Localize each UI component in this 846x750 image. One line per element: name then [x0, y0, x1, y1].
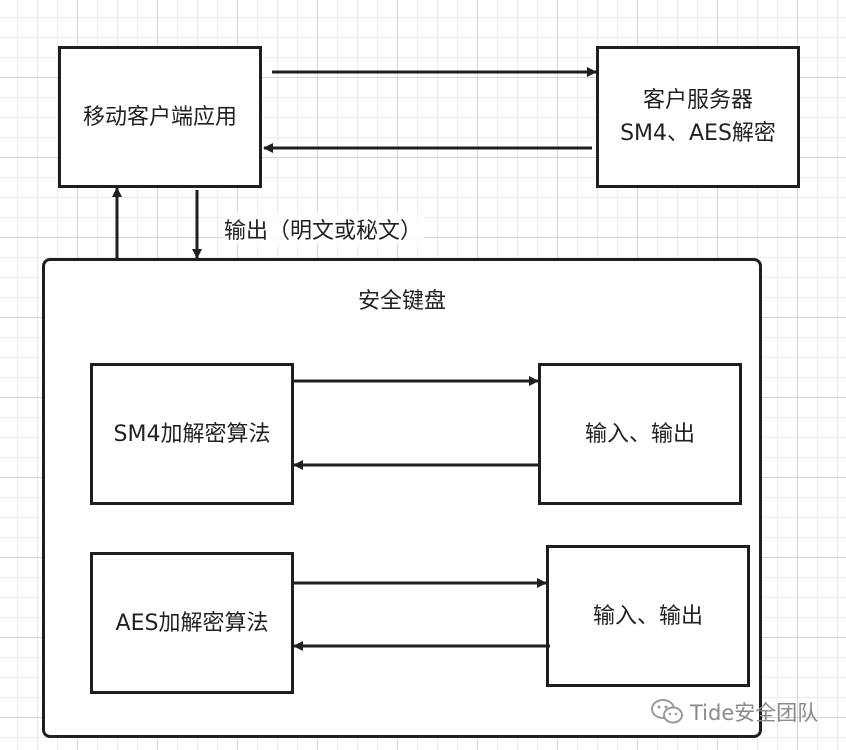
aes-algorithm-label: AES加解密算法 [115, 610, 269, 636]
aes-io-label: 输入、输出 [592, 603, 703, 629]
server-label: 客户服务器SM4、AES解密 [620, 88, 776, 146]
mobile-app-label: 移动客户端应用 [82, 104, 237, 130]
sm4-io-label: 输入、输出 [584, 421, 695, 447]
server-node: 客户服务器SM4、AES解密 [596, 46, 800, 188]
sm4-algorithm-node: SM4加解密算法 [90, 363, 294, 505]
mobile-app-node: 移动客户端应用 [58, 46, 262, 188]
output-edge-label: 输出（明文或秘文） [222, 213, 425, 245]
aes-algorithm-node: AES加解密算法 [90, 552, 294, 694]
aes-io-node: 输入、输出 [546, 545, 750, 687]
secure-keyboard-title: 安全键盘 [357, 289, 446, 314]
sm4-algorithm-label: SM4加解密算法 [113, 421, 271, 447]
watermark: Tide安全团队 [650, 697, 818, 727]
sm4-io-node: 输入、输出 [538, 363, 742, 505]
watermark-text: Tide安全团队 [690, 701, 819, 725]
wechat-icon [651, 699, 683, 724]
